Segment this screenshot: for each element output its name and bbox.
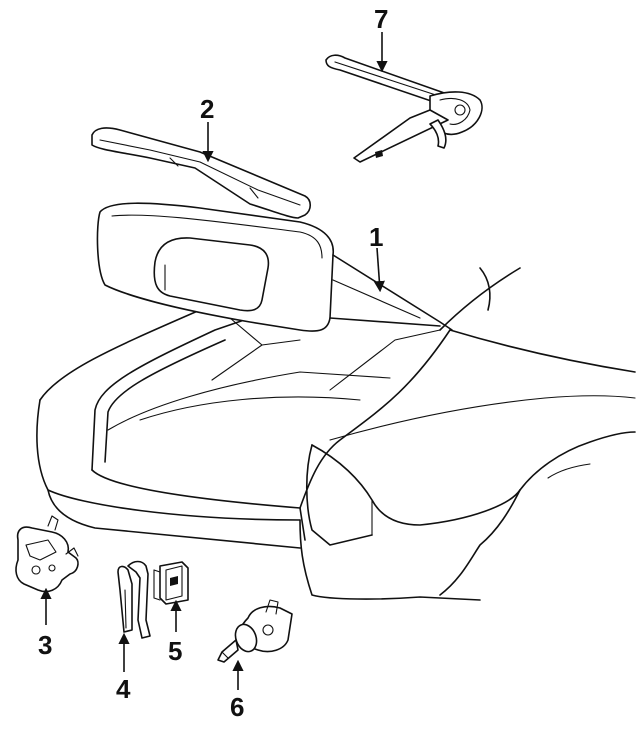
trim-panel-part bbox=[91, 127, 312, 219]
callout-arrows bbox=[40, 32, 388, 690]
callout-6: 6 bbox=[230, 692, 244, 722]
callout-labels: 1 2 3 4 5 6 7 bbox=[38, 4, 388, 722]
callout-4: 4 bbox=[116, 674, 131, 704]
callout-2: 2 bbox=[200, 94, 214, 124]
switch-part bbox=[153, 561, 189, 605]
hinge-part bbox=[325, 54, 483, 163]
trunk-lid-part bbox=[96, 202, 453, 332]
latch-part bbox=[15, 515, 79, 593]
callout-1: 1 bbox=[369, 222, 383, 252]
arrow-1 bbox=[373, 247, 385, 293]
callout-7: 7 bbox=[374, 4, 388, 34]
callout-5: 5 bbox=[168, 636, 182, 666]
car-body-rear bbox=[36, 267, 636, 601]
striker-part bbox=[117, 560, 151, 639]
lock-cylinder-part bbox=[217, 599, 293, 663]
callout-3: 3 bbox=[38, 630, 52, 660]
